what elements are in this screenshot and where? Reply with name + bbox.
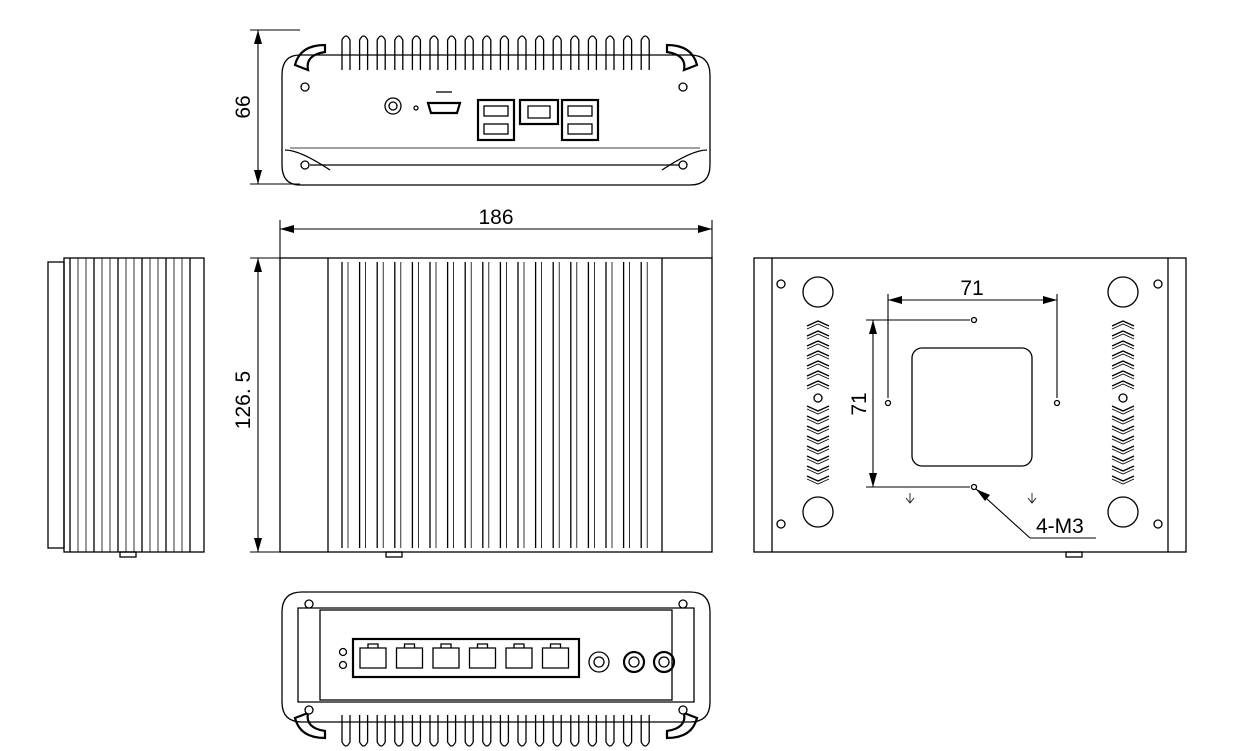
- width-label: 186: [478, 206, 513, 229]
- top-view: [279, 257, 713, 558]
- screw-label: 4-M3: [1036, 515, 1084, 538]
- top-heatsink-fins: [341, 262, 648, 548]
- dimension-width: 186: [279, 206, 713, 258]
- mount-vertical-label: 71: [848, 392, 871, 415]
- front-heatsink-fins: [341, 35, 650, 70]
- depth-label: 126. 5: [232, 371, 255, 429]
- vent-slots-left: [806, 320, 830, 485]
- ethernet-ports: [359, 643, 570, 669]
- front-view: [281, 35, 711, 186]
- vent-slots-right: [1111, 320, 1135, 485]
- side-fins: [69, 258, 191, 552]
- front-height-label: 66: [232, 95, 255, 118]
- side-view: [47, 257, 205, 558]
- dimension-depth: 126. 5: [232, 257, 280, 553]
- antenna-connector-icon: [622, 650, 646, 674]
- power-button-icon: [384, 97, 402, 115]
- dimension-mount-vertical: 71: [848, 319, 970, 488]
- mount-horizontal-label: 71: [960, 277, 983, 300]
- rubber-foot-icon: [802, 276, 834, 308]
- dimension-front-height: 66: [232, 29, 300, 185]
- dc-jack-icon: [588, 651, 610, 673]
- usb-ports-right: [560, 98, 600, 142]
- hdmi-port-icon: [426, 101, 462, 115]
- screw-callout: 4-M3: [975, 488, 1096, 539]
- bottom-view: [753, 257, 1187, 558]
- usb-ports-left: [476, 98, 516, 142]
- rear-view: [281, 591, 711, 747]
- rear-heatsink-fins: [341, 715, 650, 747]
- ethernet-port-front: [518, 98, 560, 126]
- dimension-mount-horizontal: 71: [887, 277, 1058, 398]
